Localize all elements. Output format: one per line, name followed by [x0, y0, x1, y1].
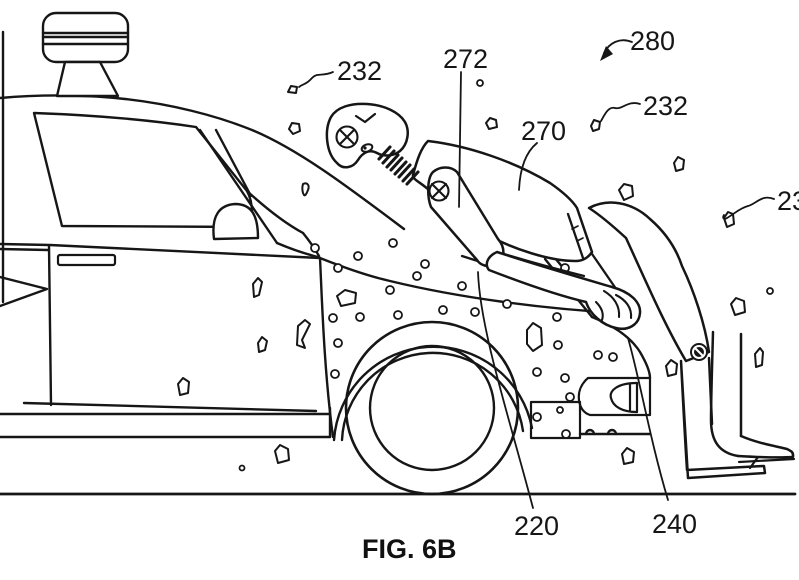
leader-23 [722, 196, 775, 220]
knee-joint-marker [690, 343, 708, 361]
debris-particles [177, 85, 764, 465]
ref-270: 270 [521, 116, 566, 146]
neck-spring [377, 145, 420, 186]
car-outline [0, 30, 652, 496]
arrowhead-280 [600, 46, 613, 61]
eyebrow-mark [354, 112, 377, 124]
leader-220 [477, 271, 534, 509]
pedestrian-dummy [325, 102, 796, 480]
hip-thigh [587, 201, 711, 363]
ref-272: 272 [443, 44, 488, 74]
ref-280: 280 [630, 26, 675, 56]
roof-sensor [41, 11, 130, 98]
ref-240: 240 [652, 509, 697, 539]
ref-23: 23 [777, 186, 799, 216]
ref-220: 220 [514, 511, 559, 541]
near-leg [679, 359, 767, 480]
leader-lines [298, 39, 775, 509]
ref-232a: 232 [337, 56, 382, 86]
leader-232b [600, 102, 641, 122]
figure-caption: FIG. 6B [362, 534, 457, 564]
mouth-mark [360, 143, 374, 153]
reference-labels: 232 272 280 232 270 23 220 240 FIG. 6B [337, 26, 799, 564]
leader-270 [518, 142, 538, 191]
shoulder-target-marker [428, 180, 450, 202]
ref-232b: 232 [643, 91, 688, 121]
leader-232a [298, 71, 334, 88]
leader-272 [458, 71, 462, 208]
face-target-marker [335, 125, 359, 149]
far-leg [711, 332, 793, 458]
leader-240 [627, 337, 669, 501]
